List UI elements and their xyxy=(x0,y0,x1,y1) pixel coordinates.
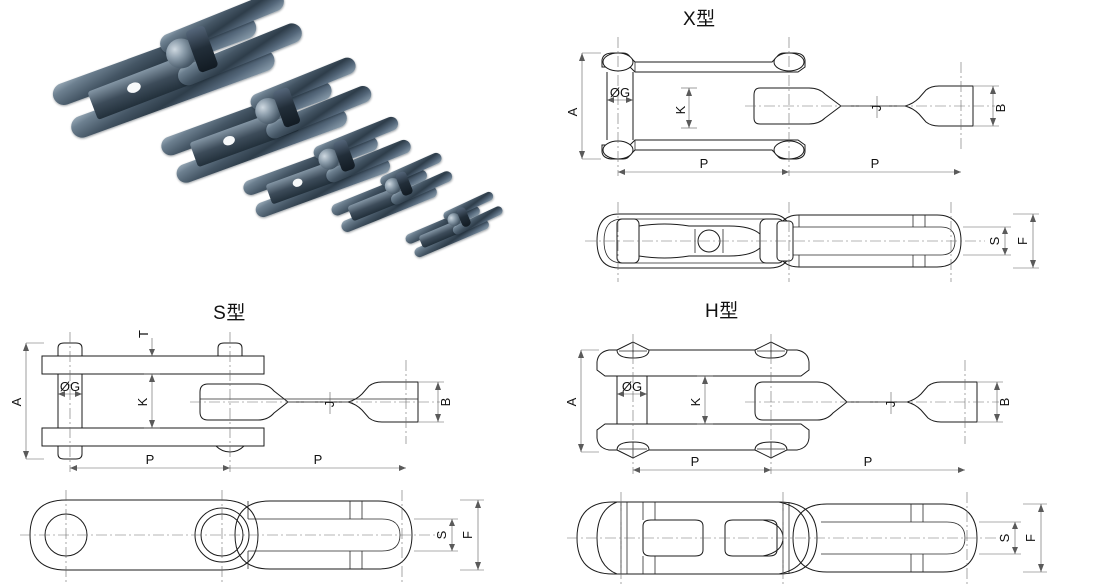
x-type-top-view: A ØG K J xyxy=(565,37,1008,176)
dim-label-b: B xyxy=(997,398,1012,407)
dim-label-k: K xyxy=(673,105,688,114)
x-type-side-view: S F xyxy=(585,202,1039,282)
panel-title-s: S型 xyxy=(213,303,246,324)
dim-label-f: F xyxy=(1023,534,1038,542)
dim-label-b: B xyxy=(438,398,453,407)
dim-label-t: T xyxy=(136,330,151,338)
dim-label-j: J xyxy=(869,105,884,112)
h-type-side-view: S F xyxy=(567,492,1047,584)
chain-link-photograph xyxy=(49,0,525,285)
s-type-drawing: A ØG T K J xyxy=(9,330,484,582)
dim-label-p2: P xyxy=(871,156,880,171)
dim-label-a: A xyxy=(564,397,579,406)
dim-label-s: S xyxy=(434,530,449,539)
dim-label-p2: P xyxy=(314,452,323,467)
dim-label-p2: P xyxy=(864,454,873,469)
dim-label-j: J xyxy=(322,401,337,408)
dim-label-f: F xyxy=(1015,237,1030,245)
dim-label-s: S xyxy=(987,236,1002,245)
dim-label-p1: P xyxy=(691,454,700,469)
s-type-side-view: S F xyxy=(20,490,484,582)
dim-label-k: K xyxy=(135,397,150,406)
dim-label-k: K xyxy=(688,397,703,406)
dim-label-g: ØG xyxy=(610,85,630,100)
h-type-top-view: A ØG K J xyxy=(564,334,1012,474)
dim-label-f: F xyxy=(460,531,475,539)
panel-h-type: H型 xyxy=(555,294,1110,588)
h-type-drawing: A ØG K J xyxy=(564,334,1047,584)
panel-title-x: X型 xyxy=(683,9,716,30)
x-type-drawing: A ØG K J xyxy=(565,37,1039,282)
panel-s-type: S型 xyxy=(0,294,555,588)
dim-label-g: ØG xyxy=(622,379,642,394)
dim-label-b: B xyxy=(993,104,1008,113)
s-type-top-view: A ØG T K J xyxy=(9,330,453,472)
dim-label-p1: P xyxy=(700,156,709,171)
dim-label-a: A xyxy=(9,397,24,406)
dim-label-a: A xyxy=(565,107,580,116)
dim-label-j: J xyxy=(883,401,898,408)
dim-label-p1: P xyxy=(146,452,155,467)
chain-photo-panel xyxy=(0,0,555,294)
dim-label-s: S xyxy=(997,533,1012,542)
dim-label-g: ØG xyxy=(60,379,80,394)
panel-x-type: X型 xyxy=(555,0,1110,294)
panel-title-h: H型 xyxy=(705,301,739,322)
